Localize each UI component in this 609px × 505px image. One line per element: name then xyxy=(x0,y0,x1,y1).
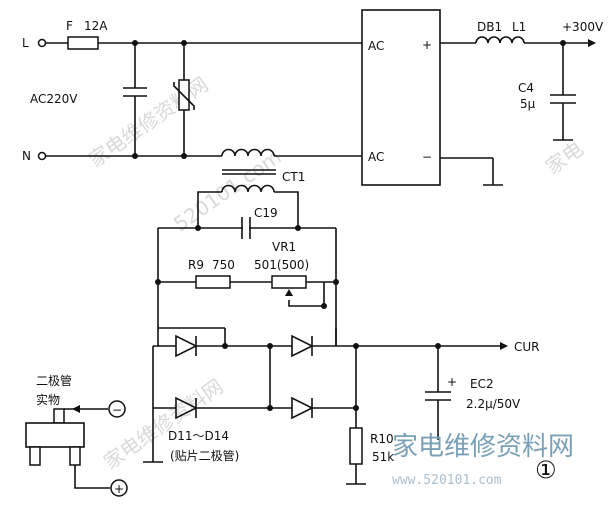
diode-D14 xyxy=(291,396,314,420)
d11-d14-label: D11～D14 xyxy=(168,429,229,443)
r9-value: 750 xyxy=(212,258,235,272)
ac-input-section: L F 12A N AC220V xyxy=(22,19,362,163)
fuse-label: F xyxy=(66,19,73,33)
terminal-N-label: N xyxy=(22,149,31,163)
r10-label: R10 xyxy=(370,432,394,446)
figure-number: ① xyxy=(535,456,557,484)
inductor-L1 xyxy=(499,36,525,44)
vr1-value: 501(500) xyxy=(254,258,309,272)
ec2-plus: + xyxy=(447,375,457,389)
sense-network: C19 R9 750 VR1 501(500) xyxy=(155,206,339,346)
cur-label: CUR xyxy=(514,340,540,354)
diode-real-label-1: 二极管 xyxy=(36,373,72,388)
current-transformer-CT1: CT1 xyxy=(197,148,362,228)
logo-watermark: 家电维修资料网 www.520101.com ① xyxy=(392,432,574,488)
ct1-secondary xyxy=(221,184,275,193)
diode-bridge-D11-D14: CUR D11～D14 (贴片二极管) xyxy=(143,327,540,463)
bead-DB1 xyxy=(475,36,501,44)
watermark-diagonal-1: 家电维修资料网 xyxy=(84,72,212,172)
bridge-ac-top: AC xyxy=(368,39,384,53)
bridge-plus: + xyxy=(422,38,432,52)
smd-minus-terminal xyxy=(108,400,126,418)
resistor-R9 xyxy=(195,275,231,289)
ec2-value: 2.2μ/50V xyxy=(466,397,521,411)
terminal-L-label: L xyxy=(22,36,29,50)
bridge-minus: − xyxy=(422,150,432,164)
db1-label: DB1 xyxy=(477,20,502,34)
resistor-R10 xyxy=(349,427,363,465)
terminal-N xyxy=(37,151,47,161)
diode-D13 xyxy=(175,396,198,420)
watermark-diagonal-4: 家电 xyxy=(541,136,588,179)
smd-diode-body xyxy=(25,422,85,448)
vr1-wiper-arrow xyxy=(285,289,293,296)
smd-diode-illustration: 二极管 实物 − + xyxy=(25,373,128,497)
filter-and-load: + EC2 2.2μ/50V R10 51k xyxy=(346,346,521,485)
watermark-logo-text: 家电维修资料网 xyxy=(392,432,574,462)
vr1-label: VR1 xyxy=(272,240,296,254)
ac220v-label: AC220V xyxy=(30,92,78,106)
r9-label: R9 xyxy=(188,258,204,272)
terminal-L xyxy=(37,38,47,48)
v300-label: +300V xyxy=(562,20,604,34)
fuse-rating: 12A xyxy=(84,19,108,33)
diode-D11 xyxy=(175,334,198,358)
r10-value: 51k xyxy=(372,450,394,464)
c4-label: C4 xyxy=(518,81,534,95)
l1-label: L1 xyxy=(512,20,526,34)
potentiometer-VR1 xyxy=(271,275,307,289)
c19-label: C19 xyxy=(254,206,278,220)
arrow-cur xyxy=(500,342,508,350)
smd-plus-sign: + xyxy=(114,482,124,496)
bridge-ac-bottom: AC xyxy=(368,150,384,164)
arrow-300v xyxy=(588,39,596,47)
output-300v-section: DB1 L1 +300V C4 5μ xyxy=(440,20,604,141)
ec2-label: EC2 xyxy=(470,377,494,391)
fuse-F xyxy=(67,36,99,50)
bridge-rectifier: AC AC + − xyxy=(361,9,503,186)
diode-D12 xyxy=(291,334,314,358)
watermark-url: www.520101.com xyxy=(392,473,502,488)
smd-plus-terminal xyxy=(110,479,128,497)
bridge-rectifier-box xyxy=(361,9,441,186)
ct1-label: CT1 xyxy=(282,170,305,184)
watermark-diagonal-2: 520101.com xyxy=(169,144,286,236)
d11-d14-note: (贴片二极管) xyxy=(170,448,239,463)
ct1-primary xyxy=(221,148,275,157)
smd-minus-sign: − xyxy=(112,403,122,417)
c4-value: 5μ xyxy=(520,97,536,111)
diode-real-label-2: 实物 xyxy=(36,392,60,407)
